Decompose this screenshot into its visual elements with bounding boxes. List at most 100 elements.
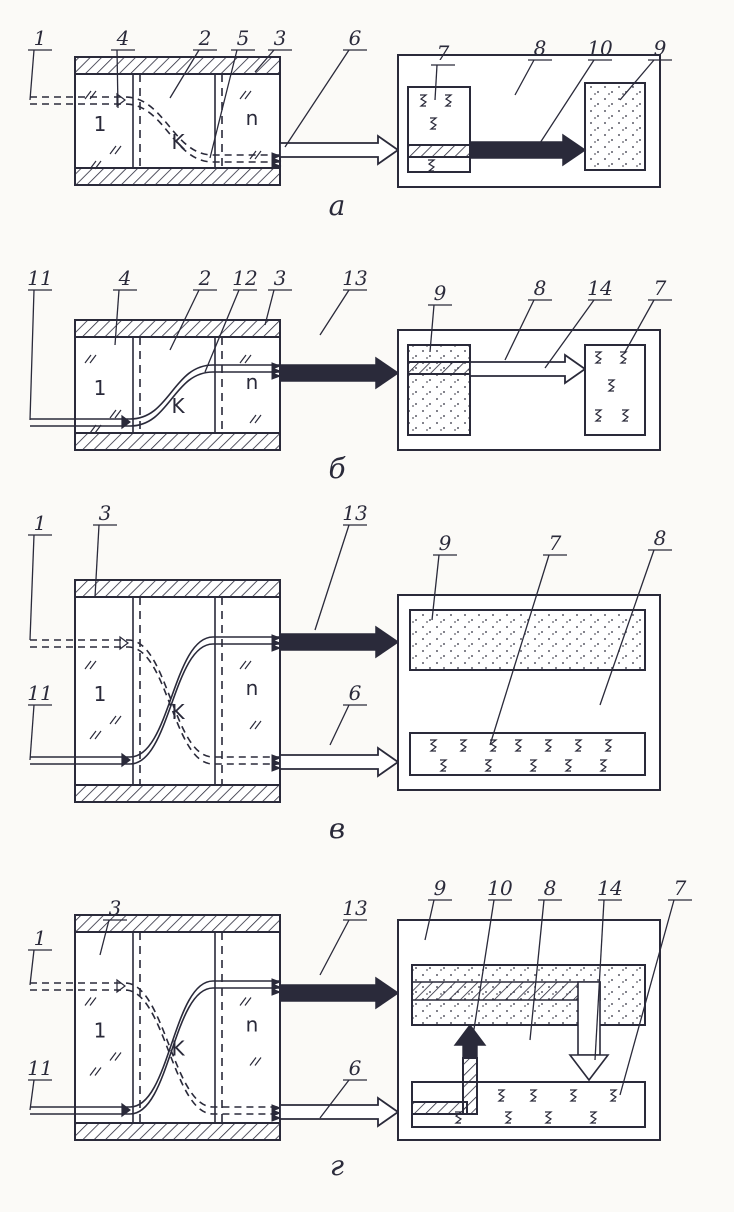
leader-line [284, 49, 350, 148]
reference-label: 14 [597, 876, 622, 900]
arrowhead-icon [271, 1109, 282, 1117]
reference-label: 4 [116, 26, 130, 50]
fiber-squiggle-icon [454, 1111, 463, 1124]
reference-label: 6 [349, 1056, 362, 1080]
glass-hatch-mark [84, 354, 92, 364]
fiber-squiggle-icon [544, 1111, 553, 1124]
leader-line [544, 299, 595, 369]
glass-hatch-mark [84, 660, 92, 670]
arrowhead-icon [271, 152, 282, 160]
leader-line [319, 1079, 350, 1119]
arrowhead-icon [271, 1114, 282, 1122]
region-9 [409, 609, 646, 671]
reference-label: 9 [654, 36, 667, 60]
glass-hatch-mark [114, 145, 122, 155]
glass-hatch-mark [254, 1057, 262, 1066]
leader-line [29, 534, 35, 641]
leader-line [29, 1079, 35, 1111]
leader-line [264, 289, 275, 326]
glass-hatch-mark [89, 1067, 97, 1076]
leader-line [94, 524, 100, 598]
hollow-arrow [469, 353, 587, 385]
arrowhead-icon [271, 644, 282, 652]
leader-line [319, 919, 350, 976]
leader-line [99, 919, 110, 956]
solid-fiber-path [30, 987, 280, 1115]
reference-label: 8 [534, 276, 547, 300]
reference-label: 3 [274, 266, 287, 290]
zone-label-1: 1 [94, 376, 107, 400]
reference-label: 9 [434, 876, 447, 900]
reference-label: 10 [587, 36, 613, 60]
reference-label: 6 [349, 681, 362, 705]
solid-fiber-path [30, 364, 280, 420]
fiber-squiggle-icon [529, 759, 538, 772]
fiber-squiggle-icon [544, 739, 553, 752]
leader-line [169, 289, 200, 351]
glass-hatch-mark [89, 730, 97, 740]
zone-label-k: K [171, 394, 185, 418]
black-arrow [279, 976, 400, 1010]
arrowhead-icon [271, 764, 282, 772]
fiber-squiggle-icon [574, 739, 583, 752]
arrowhead-icon [271, 372, 282, 380]
leader-line [594, 899, 605, 1061]
leader-line [489, 554, 550, 746]
leader-line [254, 49, 275, 73]
reference-label: 11 [27, 1056, 52, 1080]
fiber-squiggle-icon [599, 759, 608, 772]
arrowhead-icon [271, 367, 282, 375]
region-9 [584, 82, 646, 171]
glass-hatch-mark [84, 997, 92, 1006]
glass-hatch-mark [249, 720, 257, 730]
hatched-strip [462, 1057, 478, 1115]
glass-hatch-mark [244, 660, 252, 670]
hatched-wall-bottom [74, 167, 281, 186]
zone-label-k: K [171, 700, 185, 724]
transceiver-block [74, 56, 281, 186]
glass-hatch-mark [94, 730, 102, 740]
reference-label: 13 [342, 896, 367, 920]
leader-line [314, 524, 350, 631]
glass-hatch-mark [239, 354, 247, 364]
fiber-squiggle-icon [429, 739, 438, 752]
arrowhead-icon [271, 759, 282, 767]
leader-line [539, 59, 595, 144]
reference-label: 4 [118, 266, 132, 290]
fiber-squiggle-icon [429, 117, 438, 130]
zone-label-1: 1 [94, 112, 107, 136]
arrowhead-icon [271, 1104, 282, 1112]
glass-hatch-mark [114, 715, 122, 725]
leader-line [431, 554, 440, 621]
reference-label: 3 [274, 26, 287, 50]
solid-fiber-path [30, 980, 280, 1108]
fiber-squiggle-icon [621, 409, 630, 422]
reference-label: 8 [534, 36, 547, 60]
reference-label: 10 [487, 876, 513, 900]
glass-hatch-mark [109, 1052, 117, 1061]
reference-label: 1 [34, 511, 47, 535]
fiber-squiggle-icon [607, 379, 616, 392]
reference-label: 13 [342, 266, 367, 290]
leader-line [514, 59, 535, 96]
zone-label-n: n [246, 1013, 259, 1037]
zone-label-1: 1 [94, 1019, 107, 1043]
hatched-wall-top [74, 579, 281, 598]
arrowhead-icon [271, 362, 282, 370]
leader-line [619, 899, 675, 1096]
leader-line [599, 549, 655, 706]
arrowhead-icon [116, 978, 126, 994]
hatched-wall-bottom [74, 1122, 281, 1141]
arrowhead-icon [271, 639, 282, 647]
reference-label: 6 [349, 26, 362, 50]
glass-hatch-mark [114, 1052, 122, 1061]
reference-label: 13 [342, 501, 367, 525]
hatched-strip [411, 981, 601, 1001]
region-7 [584, 344, 646, 436]
zone-label-1: 1 [94, 682, 107, 706]
leader-line [116, 49, 119, 109]
solid-fiber-path [30, 371, 280, 427]
glass-hatch-mark [244, 997, 252, 1006]
glass-hatch-mark [109, 145, 117, 155]
arrowhead-icon [271, 634, 282, 642]
